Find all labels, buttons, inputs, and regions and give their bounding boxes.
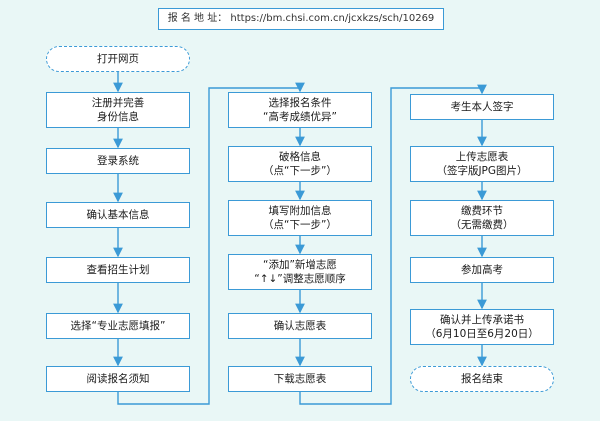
- node-confirm-info: 确认基本信息: [46, 202, 190, 228]
- node-open-page: 打开网页: [46, 46, 190, 72]
- signup-url-text: 报 名 地 址： https://bm.chsi.com.cn/jcxkzs/s…: [167, 13, 435, 25]
- connector-col2-to-col3: [299, 84, 487, 405]
- node-download-wish: 下载志愿表: [228, 366, 372, 392]
- node-read-notice: 阅读报名须知: [46, 366, 190, 392]
- node-register: 注册并完善 身份信息: [46, 92, 190, 128]
- node-sign: 考生本人签字: [410, 94, 554, 120]
- node-select-type: 选择“专业志愿填报”: [46, 313, 190, 339]
- signup-url-box: 报 名 地 址： https://bm.chsi.com.cn/jcxkzs/s…: [158, 8, 444, 30]
- node-select-condition: 选择报名条件 “高考成绩优异”: [228, 92, 372, 128]
- node-confirm-wish: 确认志愿表: [228, 313, 372, 339]
- node-add-wish: “添加”新增志愿 “↑↓”调整志愿顺序: [228, 254, 372, 290]
- node-view-plan: 查看招生计划: [46, 257, 190, 283]
- node-promise: 确认并上传承诺书 （6月10日至6月20日）: [410, 309, 554, 345]
- node-pay: 缴费环节 （无需缴费）: [410, 200, 554, 236]
- node-upload-wish: 上传志愿表 （签字版JPG图片）: [410, 146, 554, 182]
- node-break-info: 破格信息 （点“下一步”）: [228, 146, 372, 182]
- node-extra-info: 填写附加信息 （点“下一步”）: [228, 200, 372, 236]
- connector-col1-to-col2: [117, 82, 305, 405]
- node-gaokao: 参加高考: [410, 257, 554, 283]
- node-end: 报名结束: [410, 366, 554, 392]
- node-login: 登录系统: [46, 148, 190, 174]
